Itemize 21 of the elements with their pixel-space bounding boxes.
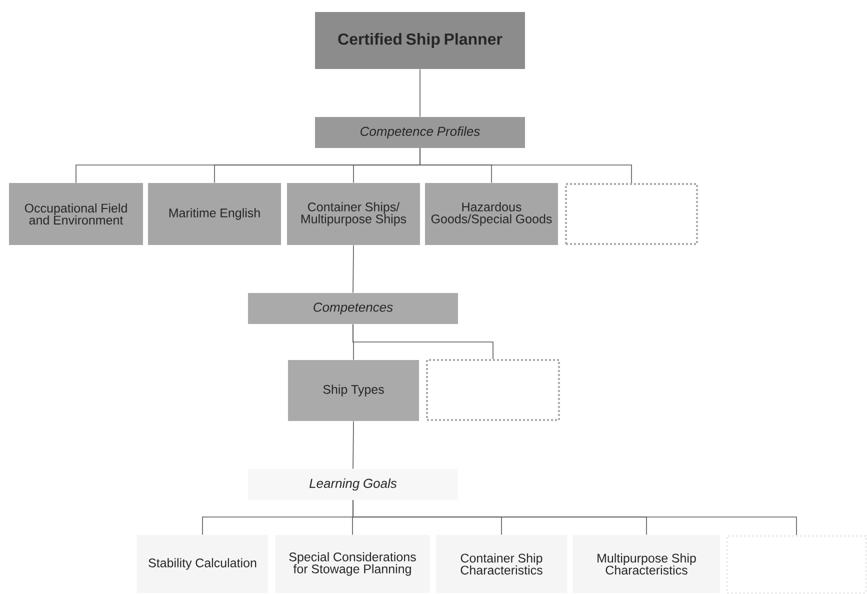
placeholder-box: [565, 183, 698, 245]
connector-line: [352, 420, 354, 470]
placeholder-box: [726, 535, 867, 594]
profile-box: Container Ships/ Multipurpose Ships: [287, 183, 420, 245]
profile-box: Occupational Field and Environment: [9, 183, 143, 245]
placeholder-box: [426, 359, 560, 421]
connector-line: [420, 148, 632, 184]
level-header-box: Competence Profiles: [315, 117, 525, 148]
profile-box: Maritime English: [148, 183, 281, 245]
level-header-box: Learning Goals: [248, 469, 458, 500]
connector-line: [352, 324, 494, 360]
goal-box: Special Considerations for Stowage Planning: [275, 535, 430, 593]
profile-box: Hazardous Goods/Special Goods: [425, 183, 558, 245]
title-box: Certified Ship Planner: [315, 12, 525, 69]
goal-box: Stability Calculation: [137, 535, 268, 593]
connector-line: [352, 244, 354, 294]
connector-line: [352, 500, 797, 536]
level-header-box: Competences: [248, 293, 458, 324]
goal-box: Multipurpose Ship Characteristics: [573, 535, 720, 593]
competence-box: Ship Types: [288, 360, 419, 421]
goal-box: Container Ship Characteristics: [436, 535, 567, 593]
